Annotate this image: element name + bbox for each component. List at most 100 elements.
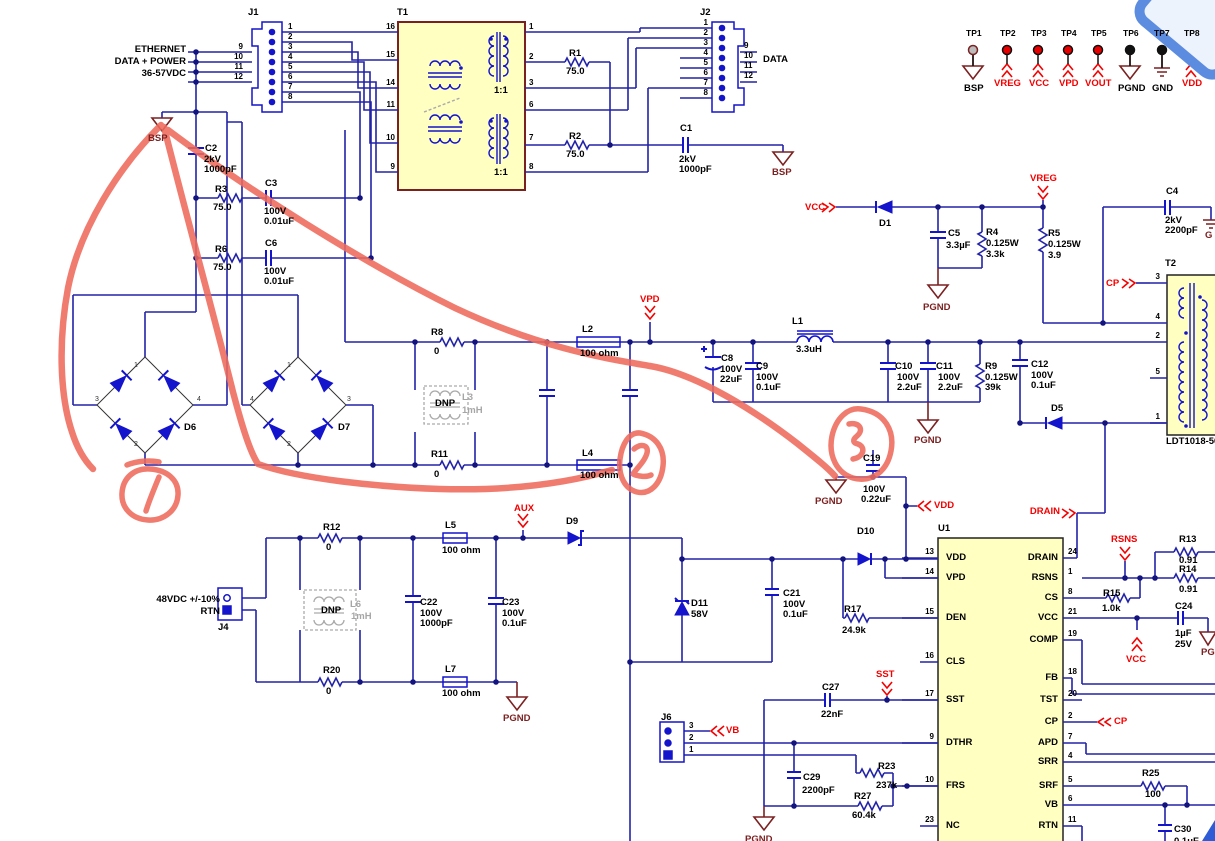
c30-val: 0.1uF bbox=[1174, 837, 1199, 841]
r14-ref: R14 bbox=[1179, 564, 1197, 575]
junction-dots bbox=[193, 49, 1190, 809]
vreg-net: VREG bbox=[1030, 173, 1057, 184]
c24-ref: C24 bbox=[1175, 601, 1193, 612]
tp1-net: BSP bbox=[964, 83, 984, 94]
input-line1: 48VDC +/-10% bbox=[156, 594, 220, 605]
c27-val: 22nF bbox=[821, 709, 844, 720]
j6-ref: J6 bbox=[661, 712, 672, 723]
c8-ref: C8 bbox=[721, 353, 734, 364]
j1-pin10: 10 bbox=[234, 52, 243, 61]
corner-blue-wedge bbox=[1202, 820, 1215, 841]
c5-ref: C5 bbox=[948, 228, 961, 239]
l7-ref: L7 bbox=[445, 664, 457, 675]
l5-val: 100 ohm bbox=[442, 545, 481, 556]
c3-val1: 100V bbox=[264, 206, 287, 217]
j1-pin2: 2 bbox=[288, 32, 293, 41]
r3-val: 75.0 bbox=[213, 202, 232, 213]
j1-pin1: 1 bbox=[288, 22, 293, 31]
gnd-partial: G bbox=[1205, 230, 1213, 241]
r11-ref: R11 bbox=[431, 449, 448, 460]
u1-vcc: VCC bbox=[1037, 612, 1058, 623]
r25-ref: R25 bbox=[1142, 768, 1160, 779]
j6-pin3: 3 bbox=[689, 721, 694, 730]
j1-pin4: 4 bbox=[288, 52, 293, 61]
input-line2: RTN bbox=[200, 606, 220, 617]
c21-val2: 0.1uF bbox=[783, 609, 808, 620]
c10-ref: C10 bbox=[895, 361, 913, 372]
d6-p3: 3 bbox=[95, 396, 99, 403]
c29-ref: C29 bbox=[803, 772, 821, 783]
u1-dthr: DTHR bbox=[946, 737, 973, 748]
r8-val: 0 bbox=[434, 346, 440, 357]
u1-n15: 15 bbox=[925, 607, 934, 616]
c30-ref: C30 bbox=[1174, 824, 1192, 835]
c9-val1: 100V bbox=[756, 372, 779, 383]
c21-ref: C21 bbox=[783, 588, 801, 599]
j1-pin12: 12 bbox=[234, 72, 243, 81]
j2-pin9: 9 bbox=[744, 41, 749, 50]
c19-val2: 0.22uF bbox=[861, 494, 892, 505]
r20-val: 0 bbox=[326, 686, 332, 697]
u1-drain: DRAIN bbox=[1027, 552, 1058, 563]
vcc-u1: VCC bbox=[1126, 654, 1147, 665]
u1-n21: 21 bbox=[1068, 607, 1077, 616]
r1-val: 75.0 bbox=[566, 66, 585, 77]
t1-pin15: 15 bbox=[386, 50, 395, 59]
c24-val2: 25V bbox=[1175, 639, 1192, 650]
j1-pin11: 11 bbox=[234, 62, 243, 71]
d7-p2: 2 bbox=[287, 441, 291, 448]
u1-n14: 14 bbox=[925, 567, 934, 576]
pgnd-c5: PGND bbox=[923, 302, 951, 313]
tp7-net: GND bbox=[1152, 83, 1174, 94]
u1-vb: VB bbox=[1044, 799, 1058, 810]
r5-val1: 0.125W bbox=[1048, 239, 1081, 250]
r4-val2: 3.3k bbox=[986, 249, 1005, 260]
d11-val: 58V bbox=[691, 609, 708, 620]
d6-p4: 4 bbox=[197, 396, 201, 403]
j2-pin11: 11 bbox=[744, 61, 753, 70]
c19-val1: 100V bbox=[863, 484, 886, 495]
c22-ref: C22 bbox=[420, 597, 438, 608]
r9-ref: R9 bbox=[985, 361, 998, 372]
tp3-net: VCC bbox=[1029, 78, 1050, 89]
t1-pin1: 1 bbox=[529, 22, 534, 31]
u1-apd: APD bbox=[1037, 737, 1058, 748]
j6-pin2: 2 bbox=[689, 733, 694, 742]
tp4-name: TP4 bbox=[1061, 28, 1077, 38]
sst-net: SST bbox=[876, 669, 895, 680]
annotation-stroke-right bbox=[164, 126, 839, 480]
t1-ratio2: 1:1 bbox=[494, 167, 508, 178]
d7-ref: D7 bbox=[338, 422, 351, 433]
annotation-circle-1 bbox=[119, 466, 181, 523]
u1-n7: 7 bbox=[1068, 732, 1073, 741]
t1-ratio1: 1:1 bbox=[494, 85, 508, 96]
r13-val: 0.91 bbox=[1179, 555, 1198, 566]
r27-val: 60.4k bbox=[852, 810, 876, 821]
tp3-name: TP3 bbox=[1031, 28, 1047, 38]
eth-line2: DATA + POWER bbox=[114, 56, 186, 67]
c29-val: 2200pF bbox=[802, 785, 835, 796]
u1-n10: 10 bbox=[925, 775, 934, 784]
c2-val2: 1000pF bbox=[204, 164, 237, 175]
r9-val1: 0.125W bbox=[985, 372, 1018, 383]
d7-p3: 3 bbox=[347, 396, 351, 403]
c27-ref: C27 bbox=[822, 682, 840, 693]
c3-val2: 0.01uF bbox=[264, 216, 295, 227]
r9-val2: 39k bbox=[985, 382, 1001, 393]
u1-tst: TST bbox=[1040, 694, 1058, 705]
pgnd-j6: PGND bbox=[745, 834, 773, 841]
u1-n20: 20 bbox=[1068, 689, 1077, 698]
annotation-stroke-left bbox=[58, 121, 165, 473]
j2-pin6: 6 bbox=[703, 68, 708, 77]
connector-pins bbox=[268, 24, 726, 106]
t2-part: LDT1018-50 bbox=[1166, 436, 1215, 447]
u1-n5: 5 bbox=[1068, 775, 1073, 784]
u1-frs: FRS bbox=[946, 780, 965, 791]
cp-t2: CP bbox=[1106, 278, 1120, 289]
ic-bodies bbox=[397, 21, 1215, 841]
j1-pin9: 9 bbox=[238, 42, 243, 51]
annotation-stroke-middle bbox=[160, 123, 616, 493]
c6-val2: 0.01uF bbox=[264, 276, 295, 287]
u1-n1: 1 bbox=[1068, 567, 1073, 576]
j2-pin5: 5 bbox=[703, 58, 708, 67]
